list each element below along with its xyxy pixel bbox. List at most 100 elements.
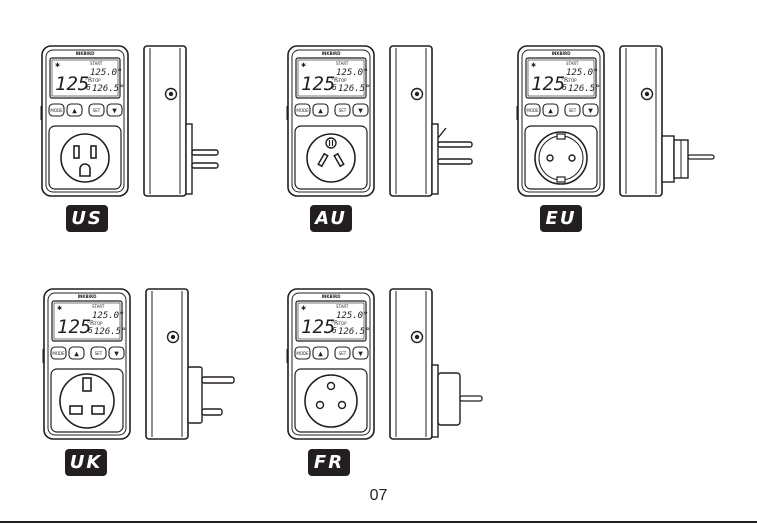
- main-decimal: 6: [332, 83, 337, 92]
- au-plug-side-icon: [431, 123, 473, 195]
- set-button[interactable]: SET: [334, 346, 351, 360]
- svg-text:SET: SET: [95, 351, 103, 356]
- main-decimal: 6: [86, 83, 91, 92]
- down-button[interactable]: ▼: [352, 346, 369, 360]
- svg-text:▲: ▲: [318, 351, 323, 358]
- start-label: START: [566, 61, 579, 66]
- svg-text:▼: ▼: [358, 351, 363, 358]
- main-decimal: 6: [88, 326, 93, 335]
- svg-text:▼: ▼: [358, 108, 363, 115]
- main-reading: 125: [301, 316, 335, 338]
- svg-text:▼: ▼: [588, 108, 593, 115]
- svg-text:SET: SET: [93, 108, 101, 113]
- uk-plug-side-icon: [187, 366, 235, 424]
- set-button[interactable]: SET: [564, 103, 581, 117]
- start-value: 125.0°: [336, 311, 369, 321]
- start-value: 125.0°: [92, 311, 125, 321]
- mode-button[interactable]: MODE: [48, 103, 65, 117]
- eu-plug-side-icon: [661, 135, 715, 183]
- down-button[interactable]: ▼: [108, 346, 125, 360]
- svg-text:▲: ▲: [72, 108, 77, 115]
- svg-text:MODE: MODE: [526, 108, 539, 113]
- svg-text:MODE: MODE: [296, 108, 309, 113]
- eu-socket-icon: [534, 131, 588, 185]
- up-button[interactable]: ▲: [68, 346, 85, 360]
- variant-label-uk: UK: [65, 449, 107, 476]
- variant-label-us: US: [66, 205, 108, 232]
- down-button[interactable]: ▼: [106, 103, 123, 117]
- bottom-rule: [0, 521, 757, 523]
- main-reading: 125: [301, 73, 335, 95]
- down-button[interactable]: ▼: [582, 103, 599, 117]
- stop-value: 126.5°: [94, 327, 127, 337]
- device-eu: INKBIRD ✱ START 125.0° 125 °F 6 STOP 126…: [515, 44, 716, 197]
- unit-label: °F: [561, 77, 568, 84]
- start-label: START: [336, 304, 349, 309]
- svg-text:MODE: MODE: [52, 351, 65, 356]
- up-button[interactable]: ▲: [66, 103, 83, 117]
- main-decimal: 6: [332, 326, 337, 335]
- device-au: INKBIRD ✱ START 125.0° 125 °F 6 STOP 126…: [285, 44, 476, 197]
- stop-label: STOP: [336, 78, 347, 83]
- variant-label-eu: EU: [540, 205, 582, 232]
- stop-value: 126.5°: [338, 327, 371, 337]
- unit-label: °F: [85, 77, 92, 84]
- svg-text:▲: ▲: [548, 108, 553, 115]
- uk-socket-icon: [59, 373, 115, 429]
- main-reading: 125: [531, 73, 565, 95]
- start-value: 125.0°: [90, 68, 123, 78]
- us-socket-icon: [60, 133, 110, 183]
- main-reading: 125: [55, 73, 89, 95]
- svg-text:SET: SET: [339, 351, 347, 356]
- svg-text:MODE: MODE: [296, 351, 309, 356]
- set-button[interactable]: SET: [90, 346, 107, 360]
- set-button[interactable]: SET: [88, 103, 105, 117]
- stop-label: STOP: [92, 321, 103, 326]
- fr-socket-icon: [304, 374, 358, 428]
- main-reading: 125: [57, 316, 91, 338]
- svg-text:▲: ▲: [74, 351, 79, 358]
- brand-label: INKBIRD: [78, 294, 98, 299]
- brand-label: INKBIRD: [322, 294, 342, 299]
- stop-label: STOP: [566, 78, 577, 83]
- device-us: INKBIRD ✱ START 125.0° 125 °F 6 STOP 126…: [39, 44, 230, 197]
- mode-button[interactable]: MODE: [294, 103, 311, 117]
- svg-text:▲: ▲: [318, 108, 323, 115]
- us-plug-side-icon: [185, 123, 219, 195]
- stop-value: 126.5°: [92, 84, 125, 94]
- unit-label: °F: [87, 320, 94, 327]
- up-button[interactable]: ▲: [312, 346, 329, 360]
- set-button[interactable]: SET: [334, 103, 351, 117]
- au-socket-icon: [306, 133, 356, 183]
- unit-label: °F: [331, 320, 338, 327]
- main-decimal: 6: [562, 83, 567, 92]
- mode-icon: ✱: [301, 305, 306, 312]
- variant-label-fr: FR: [308, 449, 350, 476]
- stop-value: 126.5°: [568, 84, 601, 94]
- mode-button[interactable]: MODE: [294, 346, 311, 360]
- up-button[interactable]: ▲: [542, 103, 559, 117]
- mode-button[interactable]: MODE: [524, 103, 541, 117]
- start-value: 125.0°: [336, 68, 369, 78]
- svg-text:▼: ▼: [112, 108, 117, 115]
- stop-label: STOP: [336, 321, 347, 326]
- variant-label-au: AU: [310, 205, 352, 232]
- start-label: START: [336, 61, 349, 66]
- start-value: 125.0°: [566, 68, 599, 78]
- unit-label: °F: [331, 77, 338, 84]
- mode-icon: ✱: [531, 62, 536, 69]
- page-number: 07: [369, 487, 388, 504]
- mode-button[interactable]: MODE: [50, 346, 67, 360]
- svg-text:MODE: MODE: [50, 108, 63, 113]
- down-button[interactable]: ▼: [352, 103, 369, 117]
- start-label: START: [92, 304, 105, 309]
- mode-icon: ✱: [55, 62, 60, 69]
- brand-label: INKBIRD: [552, 51, 572, 56]
- up-button[interactable]: ▲: [312, 103, 329, 117]
- brand-label: INKBIRD: [322, 51, 342, 56]
- device-uk: INKBIRD ✱ START 125.0° 125 °F 6 STOP 126…: [41, 287, 242, 440]
- mode-icon: ✱: [301, 62, 306, 69]
- fr-plug-side-icon: [431, 364, 483, 438]
- stop-value: 126.5°: [338, 84, 371, 94]
- stop-label: STOP: [90, 78, 101, 83]
